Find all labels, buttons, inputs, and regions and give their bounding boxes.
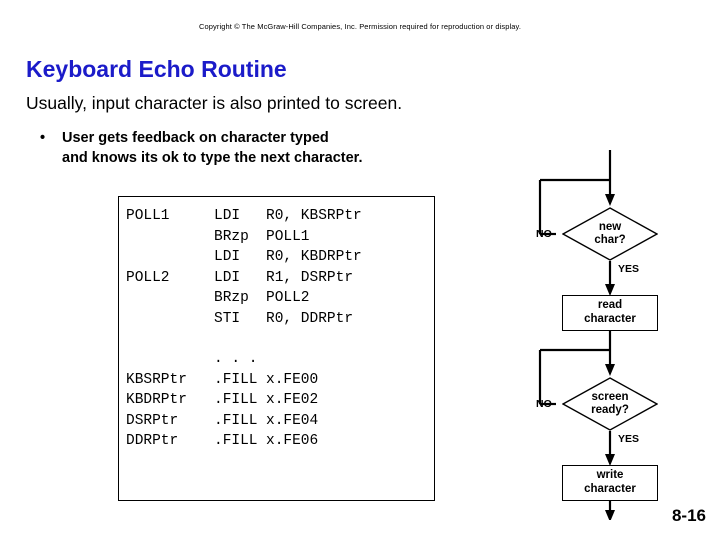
process-write-character: write character [562,465,658,501]
code-row: . . . [126,349,362,370]
code-operands: x.FE06 [266,433,319,449]
code-operands: x.FE04 [266,412,319,429]
code-opcode: BRzp [214,228,249,245]
code-label [126,288,214,309]
code-label: POLL1 [126,208,170,224]
code-row: BRzp POLL2 [126,288,362,309]
code-row: DSRPtr .FILL x.FE04 [126,411,362,432]
code-label: DDRPtr [126,433,179,449]
bullet-marker: • [40,130,46,146]
code-operands: x.FE00 [266,371,319,388]
code-opcode: .FILL [214,412,258,429]
code-label [126,247,214,268]
code-operands: POLL2 [266,290,310,306]
flowchart: new char? NO YES read character screen r… [500,150,710,520]
code-opcode: . . . [214,351,258,367]
decision-screen-ready: screen ready? [562,377,658,431]
bullet-line-2: and knows its ok to type the next charac… [62,149,363,166]
process-read-character: read character [562,295,658,331]
page-number: 8-16 [671,506,706,525]
bullet-item: • User gets feedback on character typed … [40,129,363,168]
code-opcode: STI [214,310,241,327]
diamond-shape-icon [562,207,658,261]
code-label [126,309,214,330]
code-opcode: .FILL [214,371,258,388]
code-row: BRzp POLL1 [126,227,362,248]
code-operands: R0, DDRPtr [266,310,354,327]
code-label: POLL2 [126,269,170,286]
code-operands: x.FE02 [266,392,319,408]
page-title: Keyboard Echo Routine [26,56,287,82]
label-no-screen-ready: NO [536,398,552,410]
code-label [126,349,214,370]
code-operands: R0, KBDRPtr [266,249,362,265]
code-label [126,329,214,349]
process-write-character-line-2: character [584,483,636,495]
code-opcode [214,329,266,349]
code-opcode: LDI [214,208,241,224]
code-label [126,227,214,248]
decision-new-char: new char? [562,207,658,261]
diamond-shape-icon [562,377,658,431]
decision-new-char-line-2: char? [594,234,626,246]
decision-new-char-label: new char? [562,207,658,261]
label-no-new-char: NO [536,228,552,240]
code-row: LDI R0, KBDRPtr [126,247,362,268]
label-yes-new-char: YES [618,263,640,275]
bullet-line-1: User gets feedback on character typed [62,130,329,146]
decision-screen-ready-line-2: ready? [591,404,629,416]
code-opcode: LDI [214,249,241,265]
flowchart-connectors [538,150,615,520]
decision-new-char-line-1: new [598,220,622,233]
code-row: DDRPtr .FILL x.FE06 [126,431,362,452]
process-read-character-line-1: read [597,299,623,312]
code-table: POLL1 LDI R0, KBSRPtr BRzp POLL1 LDI R0,… [126,206,362,452]
code-opcode: .FILL [214,433,258,449]
code-operands: R1, DSRPtr [266,269,354,286]
code-operands: R0, KBSRPtr [266,208,362,224]
code-opcode: .FILL [214,392,258,408]
code-label: KBSRPtr [126,371,187,388]
code-opcode: BRzp [214,290,249,306]
code-operands [266,329,362,349]
code-row-spacer [126,329,362,349]
decision-screen-ready-label: screen ready? [562,377,658,431]
code-row: POLL2 LDI R1, DSRPtr [126,268,362,289]
code-label: KBDRPtr [126,392,187,408]
code-operands: POLL1 [266,228,310,245]
code-operands [266,349,362,370]
process-read-character-line-2: character [584,313,636,325]
decision-screen-ready-line-1: screen [591,390,629,403]
code-row: POLL1 LDI R0, KBSRPtr [126,206,362,227]
label-yes-screen-ready: YES [618,433,640,445]
code-row: STI R0, DDRPtr [126,309,362,330]
code-listing-box: POLL1 LDI R0, KBSRPtr BRzp POLL1 LDI R0,… [118,196,435,501]
code-label: DSRPtr [126,412,179,429]
process-write-character-line-1: write [596,469,624,482]
code-row: KBDRPtr .FILL x.FE02 [126,390,362,411]
code-row: KBSRPtr .FILL x.FE00 [126,370,362,391]
subtitle-text: Usually, input character is also printed… [26,93,403,113]
code-opcode: LDI [214,269,241,286]
copyright-notice: Copyright © The McGraw-Hill Companies, I… [198,22,522,31]
